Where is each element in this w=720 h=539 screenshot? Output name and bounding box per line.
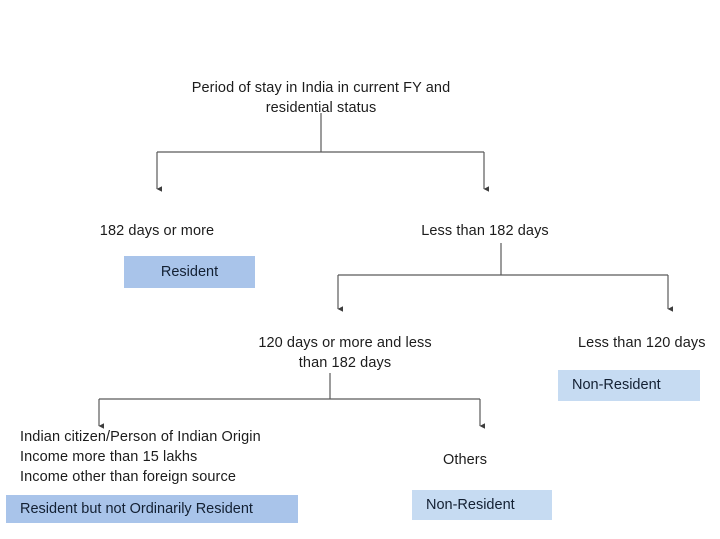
branch-label-182-or-more: 182 days or more xyxy=(99,223,215,239)
root-node-label: Period of stay in India in current FY an… xyxy=(191,80,451,116)
branch-label-indian-citizen-criteria: Indian citizen/Person of Indian Origin I… xyxy=(20,429,261,485)
outcome-box-non-resident-lower: Non-Resident xyxy=(412,490,552,520)
connector-level3 xyxy=(98,373,486,429)
connector-level2 xyxy=(337,243,674,312)
outcome-box-resident: Resident xyxy=(124,256,255,288)
outcome-box-non-resident-upper: Non-Resident xyxy=(558,370,700,401)
branch-label-others: Others xyxy=(442,452,488,468)
connector-level1 xyxy=(156,113,490,192)
branch-label-less-than-182: Less than 182 days xyxy=(421,223,549,239)
branch-label-120-or-more: 120 days or more and less than 182 days xyxy=(258,335,432,371)
branch-label-less-than-120: Less than 120 days xyxy=(578,335,706,351)
outcome-box-rnor: Resident but not Ordinarily Resident xyxy=(6,495,298,523)
